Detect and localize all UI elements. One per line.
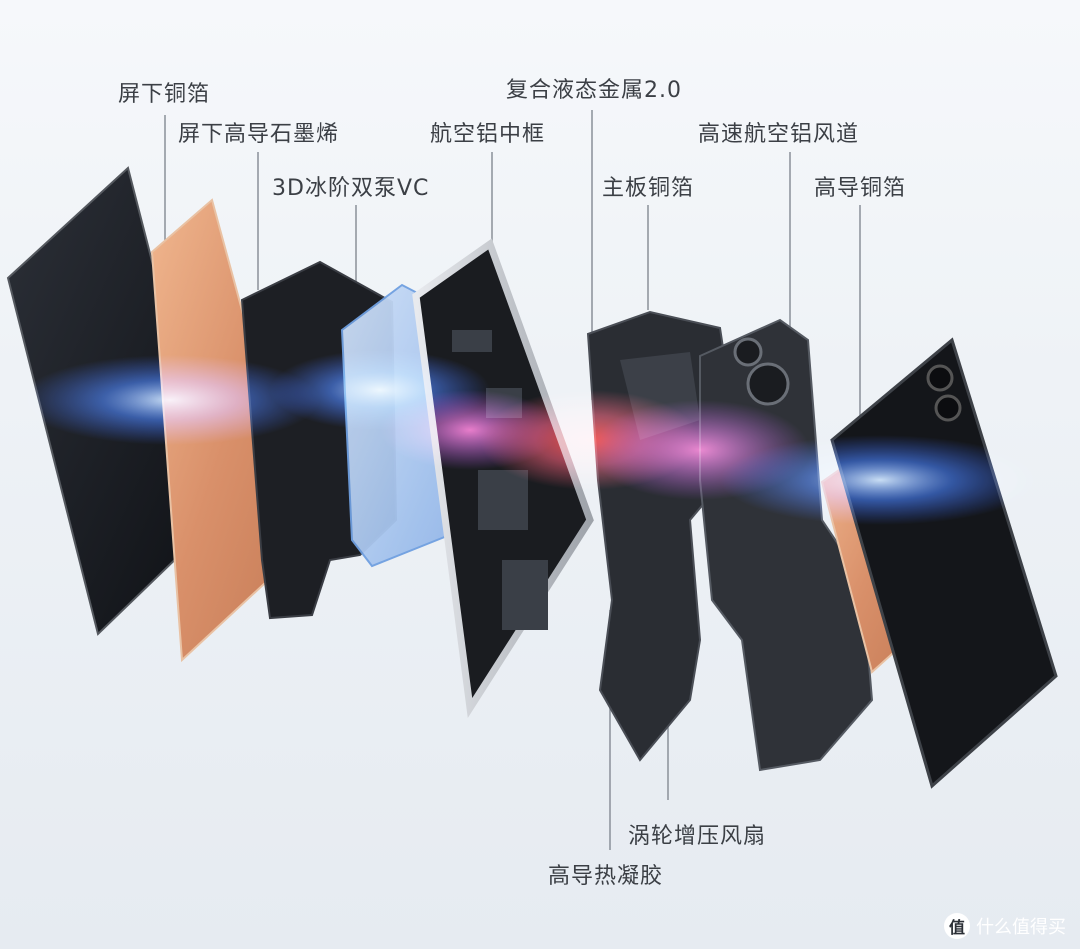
label-screen-copper: 屏下铜箔 (118, 82, 211, 107)
label-screen-graphene: 屏下高导石墨烯 (178, 122, 340, 147)
camera-ring (746, 362, 790, 406)
watermark: 值 什么值得买 (944, 913, 1066, 939)
label-high-copper: 高导铜箔 (814, 176, 907, 201)
rear-camera-top (926, 364, 954, 392)
label-liquid-metal: 复合液态金属2.0 (506, 78, 682, 103)
label-vc: 3D冰阶双泵VC (272, 176, 430, 201)
rear-camera-bottom (934, 394, 962, 422)
label-air-duct: 高速航空铝风道 (698, 122, 860, 147)
label-aluminum-frame: 航空铝中框 (430, 122, 546, 147)
label-board-copper: 主板铜箔 (602, 176, 695, 201)
watermark-text: 什么值得买 (976, 917, 1066, 938)
label-thermal-gel: 高导热凝胶 (548, 864, 664, 889)
leader-lines (164, 110, 861, 850)
glow-effects (20, 350, 1040, 525)
watermark-badge-icon: 值 (944, 913, 970, 939)
label-turbo-fan: 涡轮增压风扇 (628, 824, 767, 849)
